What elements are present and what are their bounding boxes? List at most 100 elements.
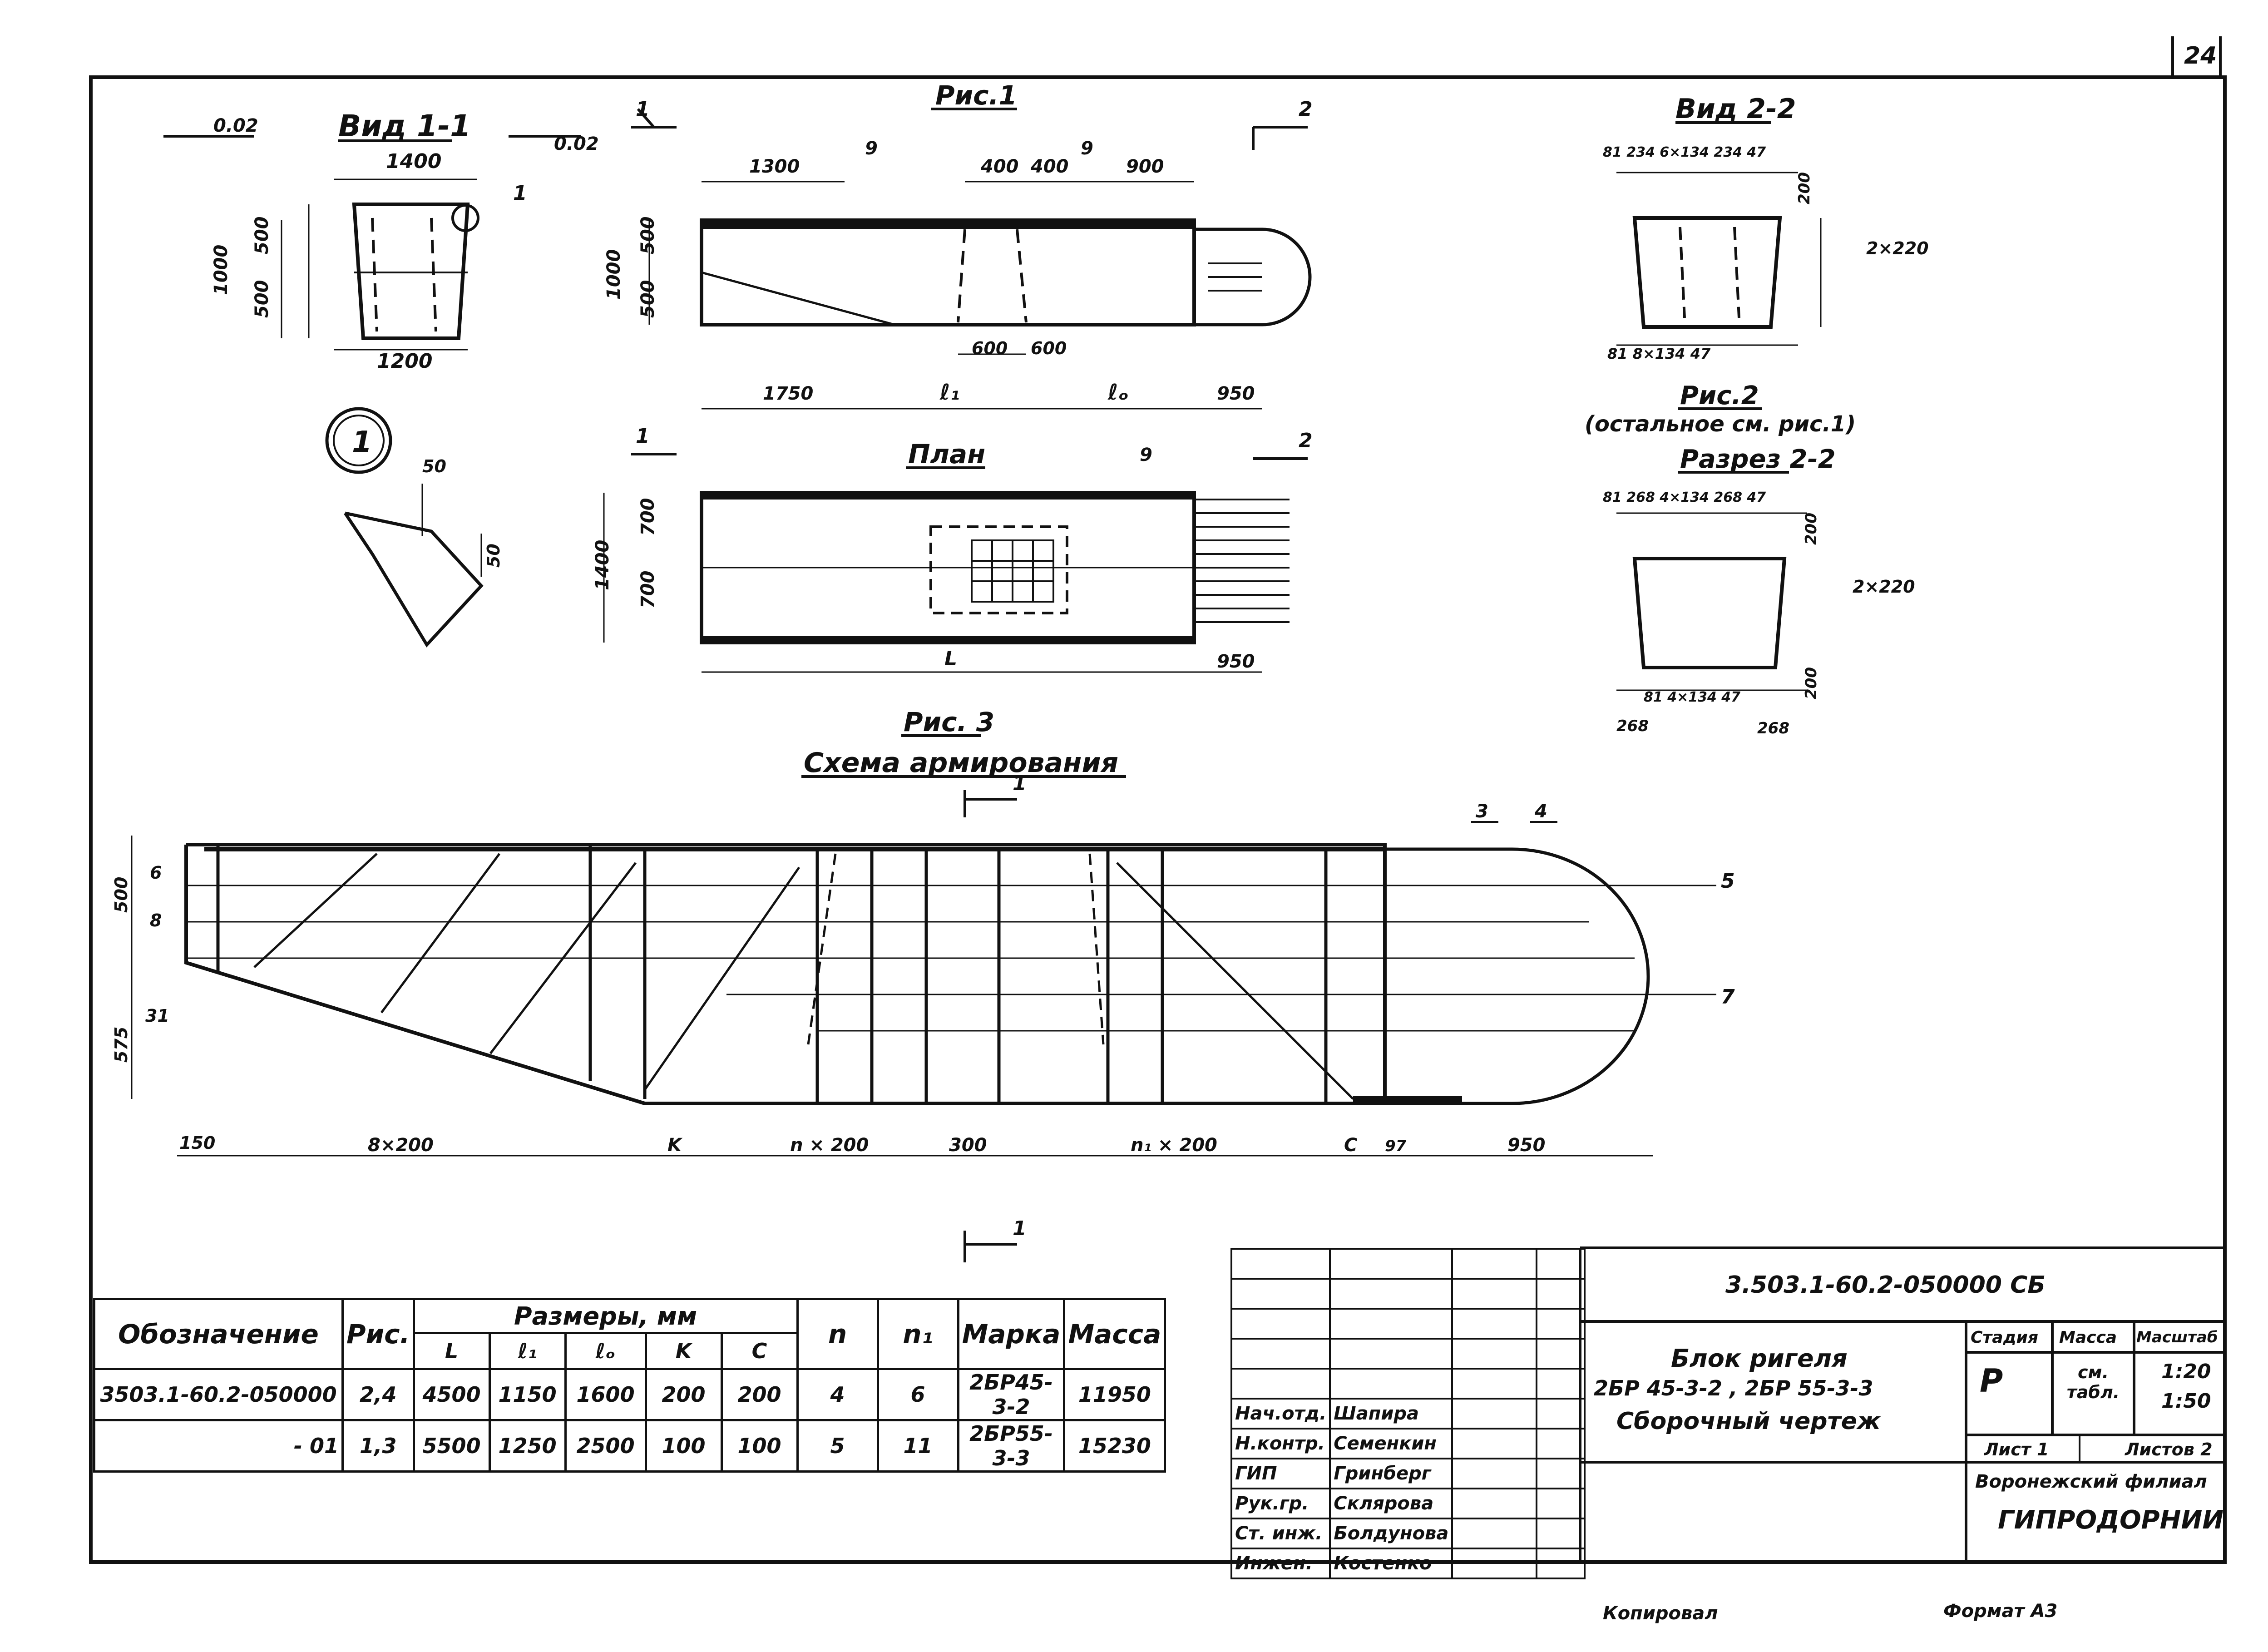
svg-text:600: 600 (1031, 338, 1067, 358)
svg-text:1: 1 (513, 182, 527, 205)
view-2-2: Вид 2-2 81 234 6×134 234 47 81 8×134 47 … (1585, 93, 1929, 437)
signature-row: Рук.гр.Склярова (1230, 1488, 1586, 1519)
drawing-code: 3.503.1-60.2-050000 СБ (1725, 1271, 2046, 1299)
svg-text:97: 97 (1385, 1137, 1407, 1155)
svg-text:2×220: 2×220 (1866, 238, 1929, 258)
th-fig: Рис. (341, 1298, 415, 1370)
svg-text:2: 2 (1299, 98, 1313, 121)
svg-text:81 4×134 47: 81 4×134 47 (1644, 689, 1740, 705)
sec22-title: Разрез 2-2 (1680, 445, 1836, 474)
svg-text:150: 150 (179, 1133, 215, 1153)
svg-text:1: 1 (352, 425, 372, 459)
svg-text:950: 950 (1217, 651, 1255, 672)
svg-text:700: 700 (637, 571, 658, 609)
fig3-reinforcement: Рис. 3 Схема армирования (111, 707, 1735, 1262)
svg-text:2: 2 (1299, 429, 1313, 452)
drawing-name-1: Блок ригеля (1671, 1344, 1848, 1373)
fig3-subtitle: Схема армирования (804, 747, 1118, 779)
svg-text:268: 268 (1616, 717, 1649, 735)
svg-text:81 234 6×134 234 47: 81 234 6×134 234 47 (1603, 144, 1766, 160)
drawing-name-2: 2БР 45-3-2 , 2БР 55-3-3 (1594, 1376, 1873, 1400)
svg-text:ℓₒ: ℓₒ (1107, 380, 1129, 405)
org-name: ГИПРОДОРНИИ (1998, 1505, 2224, 1535)
th-L: L (412, 1332, 491, 1370)
svg-text:8: 8 (150, 910, 162, 930)
svg-text:575: 575 (111, 1027, 131, 1063)
svg-text:1400: 1400 (386, 150, 441, 173)
svg-text:1: 1 (636, 425, 650, 448)
table-row: - 01 1,3 5500 1250 2500 100 100 5 11 2БР… (93, 1419, 1166, 1473)
sheet-frame (89, 75, 2227, 1564)
svg-text:300: 300 (949, 1135, 987, 1156)
svg-text:500: 500 (637, 217, 658, 255)
svg-text:950: 950 (1217, 383, 1255, 404)
stage-value: Р (1980, 1362, 2003, 1400)
svg-text:C: C (1344, 1135, 1357, 1156)
svg-text:L: L (944, 647, 957, 670)
svg-text:ℓ₁: ℓ₁ (939, 380, 960, 405)
th-n1: n₁ (876, 1298, 959, 1370)
signature-row: Нач.отд.Шапира (1230, 1398, 1586, 1429)
th-C: C (720, 1332, 799, 1370)
svg-text:200: 200 (1802, 667, 1820, 699)
svg-text:1750: 1750 (763, 383, 813, 404)
svg-text:0.02: 0.02 (213, 115, 258, 136)
th-mark: Марка (957, 1298, 1066, 1370)
fig1-elevation: Рис.1 1 2 1300 400 400 900 9 9 600 600 1… (603, 80, 1313, 410)
svg-text:6: 6 (150, 863, 162, 883)
copied-by: Копировал (1603, 1603, 1718, 1624)
svg-text:2×220: 2×220 (1853, 577, 1915, 597)
signature-row: Ст. инж.Болдунова (1230, 1518, 1586, 1549)
svg-text:400: 400 (1030, 156, 1069, 177)
svg-text:268: 268 (1757, 719, 1789, 737)
sheets-total: Листов 2 (2125, 1439, 2213, 1459)
svg-text:500: 500 (111, 877, 131, 913)
svg-text:1: 1 (1013, 1217, 1027, 1240)
svg-text:50: 50 (484, 544, 504, 568)
svg-text:500: 500 (252, 280, 272, 318)
svg-text:200: 200 (1795, 172, 1813, 204)
view22-title: Вид 2-2 (1675, 93, 1796, 125)
svg-text:0.02: 0.02 (554, 134, 599, 154)
svg-text:400: 400 (980, 156, 1019, 177)
th-n: n (796, 1298, 879, 1370)
scale-value-1: 1:20 (2161, 1360, 2211, 1383)
svg-text:7: 7 (1721, 985, 1735, 1009)
svg-text:81 268 4×134 268 47: 81 268 4×134 268 47 (1603, 490, 1766, 505)
svg-text:1400: 1400 (592, 540, 613, 590)
svg-text:n × 200: n × 200 (790, 1135, 869, 1156)
th-l1: ℓ₁ (488, 1332, 567, 1370)
svg-text:9: 9 (865, 138, 878, 159)
svg-text:950: 950 (1507, 1135, 1546, 1156)
th-l0: ℓₒ (564, 1332, 647, 1370)
section-2-2: Разрез 2-2 81 268 4×134 268 47 81 4×134 … (1603, 445, 1915, 737)
svg-text:1000: 1000 (211, 245, 232, 295)
signature-row: Н.контр.Семенкин (1230, 1428, 1586, 1459)
svg-text:200: 200 (1802, 513, 1820, 545)
svg-text:1300: 1300 (749, 156, 800, 177)
mass-value: см. табл. (2066, 1362, 2120, 1402)
svg-text:9: 9 (1081, 138, 1093, 159)
svg-text:500: 500 (637, 280, 658, 318)
svg-text:81 8×134 47: 81 8×134 47 (1607, 345, 1711, 362)
svg-text:500: 500 (252, 217, 272, 255)
mass-header: Масса (2059, 1328, 2117, 1347)
svg-text:8×200: 8×200 (368, 1135, 434, 1156)
svg-text:900: 900 (1126, 156, 1164, 177)
svg-text:1200: 1200 (377, 350, 432, 373)
svg-text:50: 50 (422, 456, 446, 476)
drawing-name-3: Сборочный чертеж (1616, 1408, 1881, 1435)
svg-text:5: 5 (1721, 870, 1735, 893)
svg-text:4: 4 (1534, 801, 1547, 822)
svg-text:700: 700 (637, 498, 658, 536)
th-K: K (644, 1332, 723, 1370)
fig1-title: Рис.1 (935, 80, 1017, 111)
sheet-number: Лист 1 (1984, 1439, 2049, 1459)
view-1-1: Вид 1-1 1400 1200 0.02 0.02 1 1000 500 5… (163, 109, 599, 373)
signature-row: Инжен.Костенко (1230, 1548, 1586, 1579)
plan-view: План 1 2 9 L 950 1400 700 700 (592, 425, 1313, 673)
fig3-title: Рис. 3 (904, 707, 994, 737)
svg-text:1: 1 (636, 98, 650, 121)
